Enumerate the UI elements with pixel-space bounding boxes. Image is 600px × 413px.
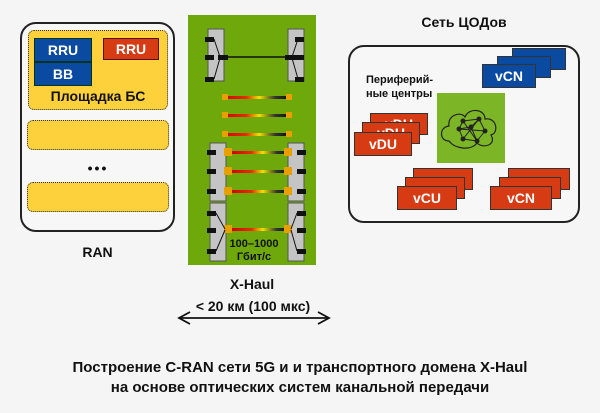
rru-blue-block: RRU — [34, 38, 92, 62]
vcu-block: vCU — [397, 186, 457, 210]
caption-line-1: Построение C-RAN сети 5G и и транспортно… — [72, 359, 528, 376]
cloud-panel — [437, 93, 505, 163]
edge-centers-label: Периферий- ные центры — [366, 73, 433, 101]
switch-pair-top — [205, 28, 305, 82]
ran-title: RAN — [82, 244, 113, 260]
xhaul-diagram — [205, 28, 306, 262]
xhaul-rate: 100–1000 Гбит/с — [222, 238, 286, 264]
caption-line-2: на основе оптических систем канальной пе… — [110, 379, 490, 396]
rate-line-2: Гбит/с — [236, 251, 272, 263]
edge-label-line-1: Периферий- — [366, 74, 434, 86]
switch-pair-middle — [207, 142, 306, 202]
switch-pair-bottom — [207, 202, 306, 262]
dc-title: Сеть ЦОДов — [421, 14, 507, 30]
base-station-site-2 — [27, 120, 169, 150]
distance-label: < 20 км (100 мкс) — [195, 298, 311, 314]
vcn-top-block: vCN — [482, 64, 536, 88]
rate-line-1: 100–1000 — [229, 238, 279, 250]
base-station-site-3 — [27, 182, 169, 212]
diagram-caption: Построение C-RAN сети 5G и и транспортно… — [0, 358, 600, 398]
edge-label-line-2: ные центры — [366, 88, 433, 100]
bb-block: BB — [34, 62, 92, 86]
vdu-block-front: vDU — [354, 132, 412, 156]
cloud-mesh-icon — [440, 109, 497, 149]
xhaul-title: X-Haul — [229, 276, 275, 292]
distance-arrow-icon — [177, 311, 331, 325]
ellipsis: ••• — [87, 160, 109, 176]
vcn-bottom-block: vCN — [490, 186, 552, 210]
fiber-links — [222, 94, 292, 137]
rru-red-block: RRU — [103, 38, 159, 60]
site-label: Площадка БС — [50, 88, 146, 104]
